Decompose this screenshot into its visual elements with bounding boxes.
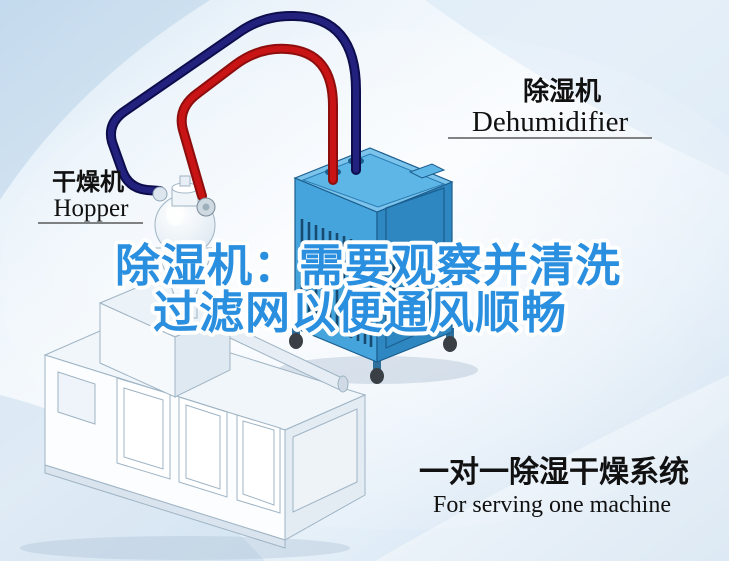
dehumidifier-label-en: Dehumidifier bbox=[472, 106, 629, 138]
system-label-en: For serving one machine bbox=[433, 492, 671, 518]
barrel-tube bbox=[229, 324, 349, 393]
machine-door-inner bbox=[242, 420, 275, 506]
side-door-panel bbox=[385, 187, 445, 349]
machine-door bbox=[236, 414, 281, 514]
caster-wheel bbox=[289, 325, 457, 384]
unit-top-rim bbox=[301, 153, 446, 208]
machine-door bbox=[178, 396, 228, 498]
hopper-inlet-fitting bbox=[152, 186, 168, 202]
vent-grille bbox=[300, 219, 373, 347]
hopper-illustration bbox=[154, 175, 216, 319]
hopper-cap-knob bbox=[179, 175, 191, 187]
caption-line-2: 过滤网以便通风顺畅 bbox=[153, 287, 567, 338]
machine-base-strip bbox=[44, 464, 286, 549]
machine-control-panel bbox=[57, 371, 96, 425]
machine-door-inner bbox=[185, 404, 221, 490]
hopper-flange-center bbox=[202, 203, 210, 211]
air-return-pipe-navy bbox=[105, 10, 361, 196]
hopper-label-zh: 干燥机 bbox=[52, 169, 124, 196]
gearbox-tower bbox=[98, 279, 232, 398]
machine-shadow bbox=[20, 536, 350, 560]
machine-door bbox=[116, 377, 171, 480]
dehumidifier-label-zh: 除湿机 bbox=[523, 76, 601, 106]
air-supply-pipe-red bbox=[176, 43, 338, 201]
system-label-zh: 一对一除湿干燥系统 bbox=[419, 455, 689, 489]
extruder-machine-illustration bbox=[43, 279, 367, 549]
caption-line-1: 除湿机：需要观察并清洗 bbox=[115, 240, 621, 291]
side-vent-square bbox=[420, 291, 440, 318]
machine-side-panel bbox=[292, 408, 358, 513]
top-junction-box bbox=[408, 163, 446, 179]
hopper-neck bbox=[172, 291, 198, 319]
hopper-label-en: Hopper bbox=[54, 195, 130, 222]
machine-door-inner bbox=[123, 387, 164, 470]
